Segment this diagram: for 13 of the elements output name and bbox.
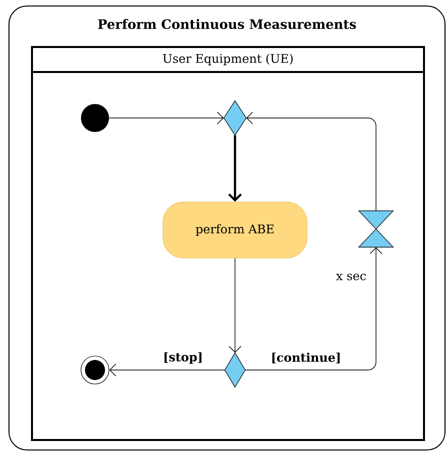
time-label: x sec <box>336 274 366 280</box>
arrow <box>228 258 242 353</box>
arrow <box>244 247 382 370</box>
edge-label: [continue] <box>270 352 342 364</box>
arrow <box>108 112 224 124</box>
arrow <box>109 364 226 376</box>
initial-node <box>81 104 109 132</box>
edge-label: [stop] <box>162 351 204 365</box>
final-node <box>80 356 110 384</box>
hourglass-symbol <box>358 210 394 248</box>
action-box: perform ABE <box>162 202 308 258</box>
arrow <box>246 112 376 212</box>
arrow <box>228 135 242 202</box>
